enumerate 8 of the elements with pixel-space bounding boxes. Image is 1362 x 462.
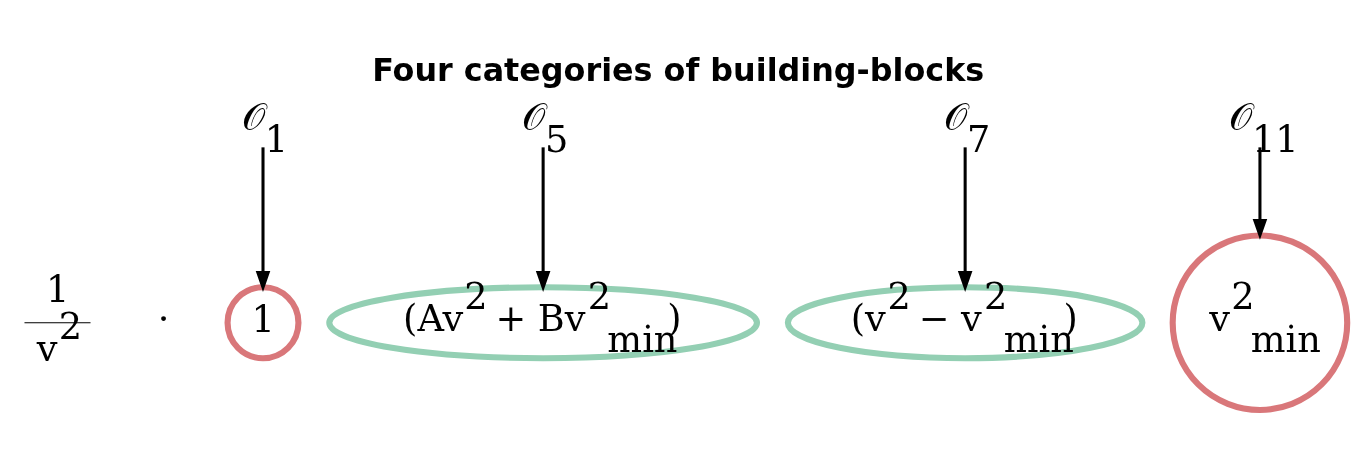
node-circle: 1 [224,284,302,362]
label: 1 [45,267,70,311]
arrow [1252,147,1268,240]
diagram-title: Four categories of building-blocks [372,51,985,89]
arrow [255,147,271,292]
label: · [157,297,170,341]
arrow [535,147,551,292]
arrow [957,147,973,292]
